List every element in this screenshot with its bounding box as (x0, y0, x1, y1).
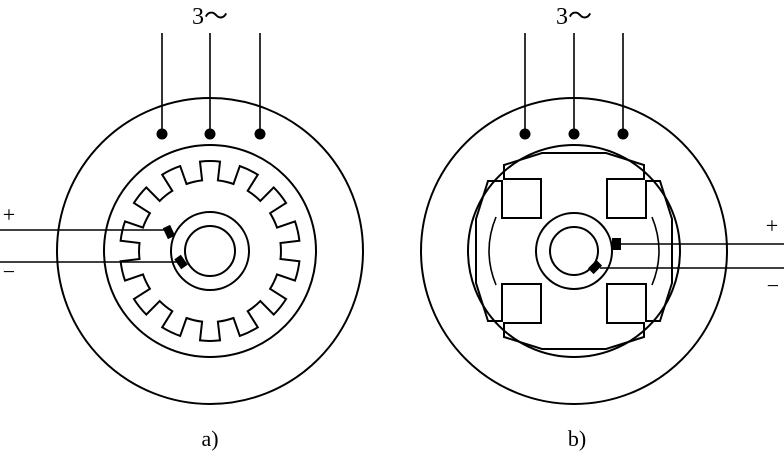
minus-label: − (3, 259, 15, 284)
stator-bore (467, 144, 681, 358)
supply-label: 3～ (556, 4, 592, 30)
caption: a) (201, 426, 218, 451)
terminal-dot-2 (204, 128, 216, 140)
stator-bore (103, 144, 317, 358)
terminal-dot-3 (617, 128, 629, 140)
salient-pole-rotor (475, 152, 673, 350)
slotted-rotor (119, 160, 301, 342)
machine-a: 3～ + − a) (0, 4, 364, 451)
shaft-inner (184, 225, 236, 277)
terminal-dot-3 (254, 128, 266, 140)
shaft-outer (535, 212, 613, 290)
caption: b) (568, 426, 586, 451)
terminal-dot-1 (519, 128, 531, 140)
brush-minus (587, 259, 603, 275)
brush-plus (162, 224, 176, 240)
shaft-outer (170, 211, 250, 291)
stator-outer (56, 97, 364, 405)
stator-outer (420, 97, 728, 405)
terminal-dot-1 (156, 128, 168, 140)
pole-windings (488, 216, 660, 286)
minus-label: − (767, 273, 779, 298)
brush-minus (174, 254, 188, 270)
machine-b: 3～ + − b) (420, 4, 784, 451)
plus-label: + (3, 202, 15, 227)
brush-plus (612, 238, 621, 250)
plus-label: + (766, 213, 778, 238)
supply-label: 3～ (192, 4, 228, 30)
shaft-inner (549, 226, 599, 276)
terminal-dot-2 (568, 128, 580, 140)
